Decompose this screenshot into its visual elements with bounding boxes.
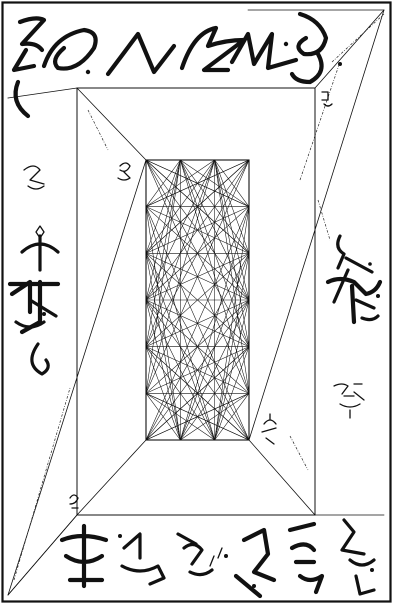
bottom-band-sigils xyxy=(62,520,374,596)
sigil-icon xyxy=(322,92,332,106)
outer-frame xyxy=(3,3,391,602)
sigil-icon xyxy=(262,414,276,444)
lattice-line xyxy=(215,160,249,300)
sigil-icon xyxy=(118,163,130,180)
top-band-sigils xyxy=(14,14,326,116)
left-band-sigils xyxy=(10,166,58,374)
lattice-line xyxy=(215,300,249,440)
right-band-sigils xyxy=(328,236,380,418)
central-lattice xyxy=(146,160,249,440)
